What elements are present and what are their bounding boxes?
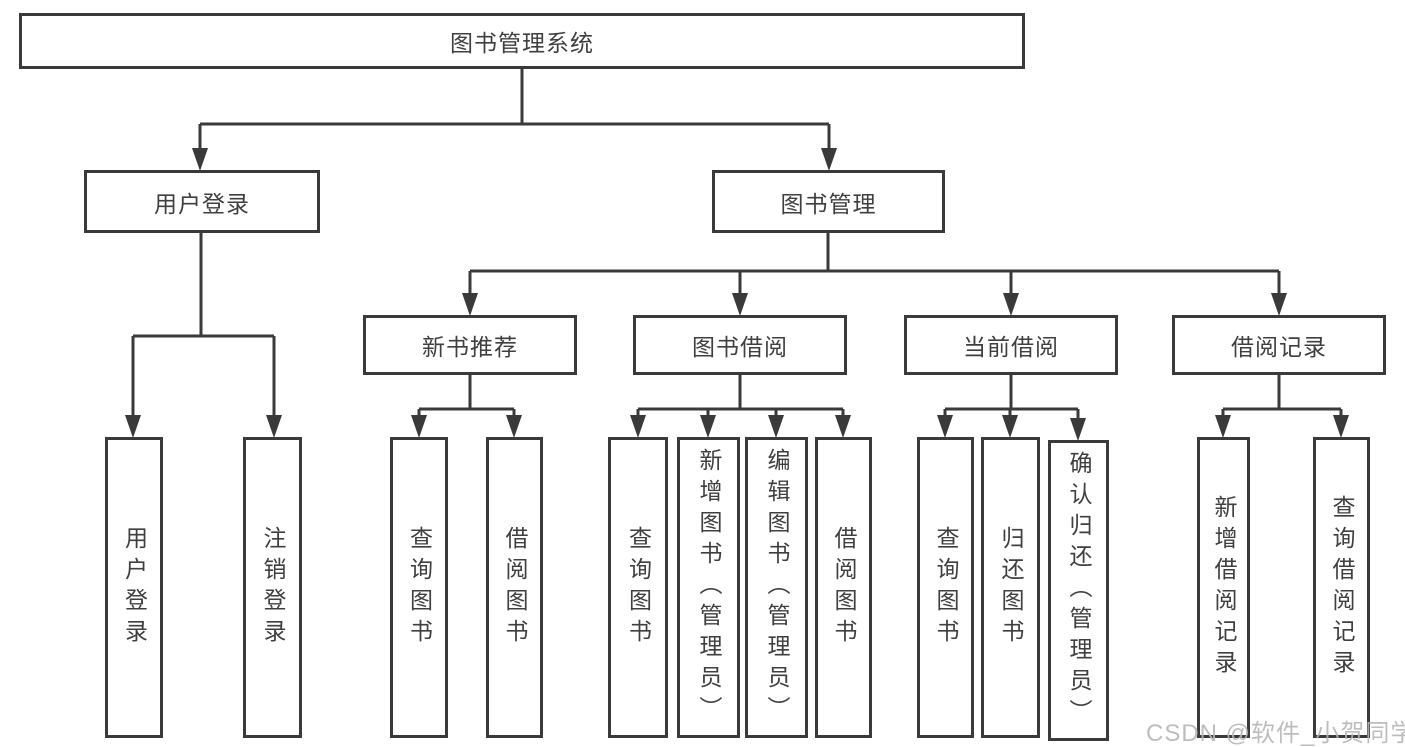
node-br-add-record-label: 新增借阅记录	[1211, 494, 1237, 681]
node-cb-confirm-return-label: 确认归还（管理员）	[1066, 451, 1092, 730]
node-bb-query-books-label: 查询图书	[625, 525, 652, 650]
edge-book-borrow-to-leaves	[630, 375, 851, 438]
node-user-login-label: 用户登录	[154, 190, 250, 217]
edge-root-to-level2	[192, 69, 837, 171]
node-book-mgmt-label: 图书管理	[780, 190, 877, 217]
watermark: CSDN @软件_小贺同学	[1146, 720, 1405, 747]
node-current-borrow: 当前借阅	[904, 315, 1118, 375]
node-book-borrow-label: 图书借阅	[692, 334, 788, 360]
node-borrow-records: 借阅记录	[1172, 315, 1386, 375]
node-cb-query-books-label: 查询图书	[933, 525, 959, 650]
node-rec-borrow-books: 借阅图书	[486, 437, 543, 738]
edge-book-mgmt-to-level3	[462, 233, 1287, 316]
node-bb-borrow-books-label: 借阅图书	[831, 525, 857, 650]
node-rec-query-books-label: 查询图书	[406, 525, 433, 650]
node-root: 图书管理系统	[19, 13, 1025, 69]
edge-borrow-records-to-leaves	[1215, 375, 1349, 438]
node-new-book-rec: 新书推荐	[363, 315, 577, 375]
node-borrow-records-label: 借阅记录	[1231, 334, 1327, 360]
node-leaf-user-login: 用户登录	[105, 437, 163, 738]
node-cb-confirm-return: 确认归还（管理员）	[1048, 440, 1109, 741]
edge-user-login-to-leaves	[125, 233, 282, 438]
node-rec-borrow-books-label: 借阅图书	[502, 525, 528, 650]
node-cb-query-books: 查询图书	[917, 437, 974, 738]
node-book-borrow: 图书借阅	[633, 315, 847, 375]
node-leaf-logout-label: 注销登录	[260, 525, 286, 650]
node-current-borrow-label: 当前借阅	[963, 334, 1059, 360]
node-leaf-logout: 注销登录	[243, 437, 302, 738]
node-book-mgmt: 图书管理	[712, 170, 945, 233]
node-bb-edit-books: 编辑图书（管理员）	[745, 437, 808, 738]
node-new-book-rec-label: 新书推荐	[422, 334, 518, 360]
edge-current-borrow-to-leaves	[937, 375, 1086, 441]
node-bb-edit-books-label: 编辑图书（管理员）	[764, 448, 790, 727]
edge-new-book-rec-to-leaves	[411, 375, 522, 438]
node-br-add-record: 新增借阅记录	[1197, 437, 1250, 738]
node-user-login: 用户登录	[84, 170, 320, 233]
node-br-query-record: 查询借阅记录	[1313, 437, 1370, 738]
node-cb-return-books: 归还图书	[981, 437, 1040, 738]
node-root-label: 图书管理系统	[450, 30, 594, 56]
node-cb-return-books-label: 归还图书	[998, 525, 1024, 650]
node-rec-query-books: 查询图书	[390, 437, 448, 738]
node-br-query-record-label: 查询借阅记录	[1329, 494, 1355, 681]
node-leaf-user-login-label: 用户登录	[121, 525, 148, 650]
node-bb-add-books: 新增图书（管理员）	[677, 437, 740, 738]
node-bb-add-books-label: 新增图书（管理员）	[696, 448, 722, 727]
node-bb-query-books: 查询图书	[608, 437, 668, 738]
node-bb-borrow-books: 借阅图书	[815, 437, 872, 738]
